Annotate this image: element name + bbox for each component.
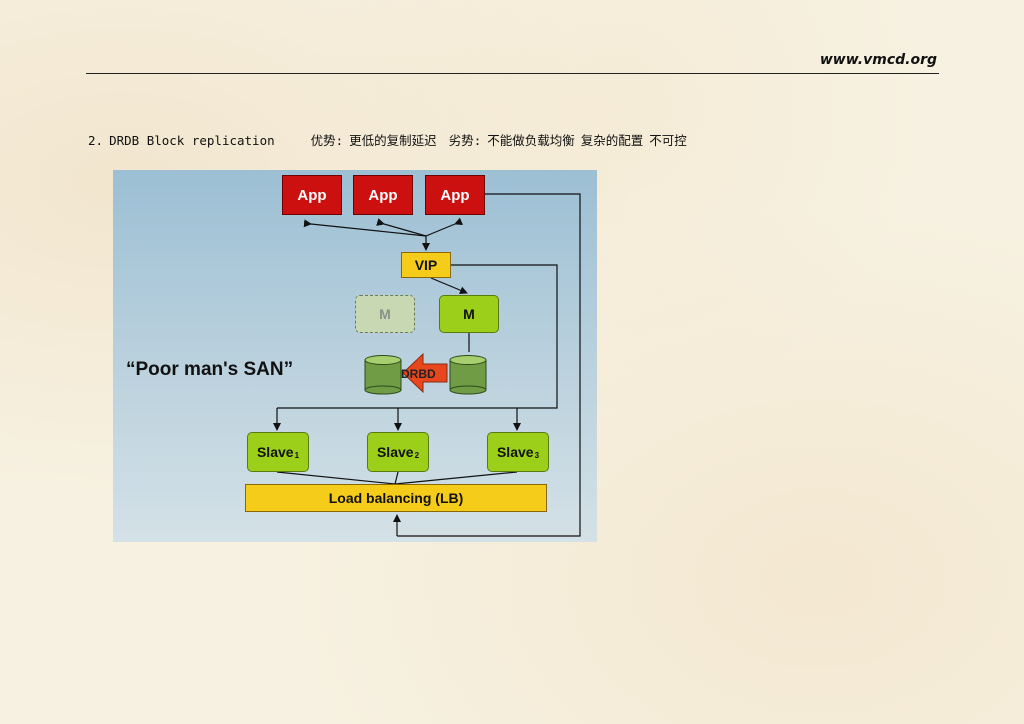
diagram-connectors bbox=[273, 193, 581, 537]
pros-label: 优势: bbox=[310, 133, 344, 148]
disk-left bbox=[364, 355, 402, 395]
poor-mans-san-label: “Poor man's SAN” bbox=[126, 359, 294, 380]
drbd-arrow bbox=[402, 352, 448, 394]
header-rule bbox=[86, 73, 939, 74]
slave-label: Slave bbox=[496, 444, 534, 460]
app-node-3: App bbox=[425, 175, 485, 215]
cons-label: 劣势: bbox=[448, 133, 482, 148]
drbd-label: DRBD bbox=[401, 367, 436, 381]
app-node-1: App bbox=[282, 175, 342, 215]
pros-text: 更低的复制延迟 bbox=[349, 133, 437, 148]
drbd-architecture-diagram: App App App VIP M M DRBD “Poor man's SAN… bbox=[113, 170, 597, 542]
slave-index: 2 bbox=[414, 450, 420, 460]
disk-right bbox=[449, 355, 487, 395]
cons-text: 不能做负载均衡 bbox=[487, 133, 575, 148]
slave-label: Slave bbox=[256, 444, 294, 460]
cons-text-2: 复杂的配置 bbox=[580, 133, 644, 148]
slave-index: 1 bbox=[294, 450, 300, 460]
section-title: DRDB Block replication bbox=[109, 133, 275, 148]
site-url[interactable]: www.vmcd.org bbox=[819, 52, 937, 68]
master-node: M bbox=[439, 295, 499, 333]
slave-index: 3 bbox=[534, 450, 540, 460]
section-heading: 2. DRDB Block replication 优势: 更低的复制延迟劣势: 不能做… bbox=[88, 130, 687, 149]
cons-text-3: 不可控 bbox=[649, 133, 687, 148]
section-number: 2. bbox=[88, 133, 104, 148]
load-balancer-node: Load balancing (LB) bbox=[245, 484, 547, 512]
master-standby-node: M bbox=[355, 295, 415, 333]
slave-label: Slave bbox=[376, 444, 414, 460]
vip-node: VIP bbox=[401, 252, 451, 278]
app-node-2: App bbox=[353, 175, 413, 215]
